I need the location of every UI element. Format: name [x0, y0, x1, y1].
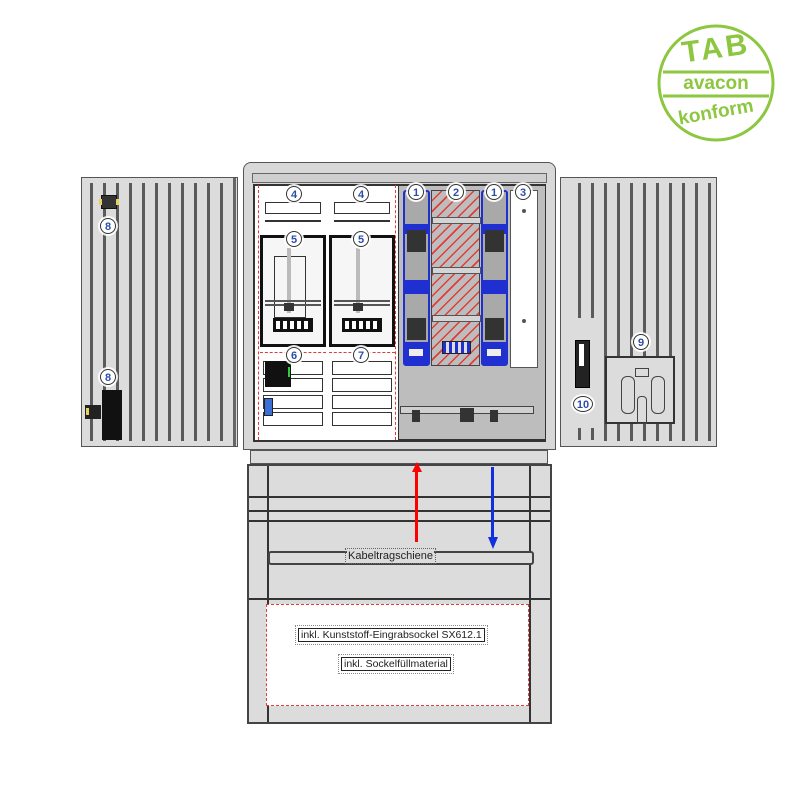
- door-rib: [90, 183, 93, 441]
- badge-1-right: 1: [486, 184, 502, 200]
- door-rib: [617, 183, 620, 441]
- door-rib: [630, 183, 633, 441]
- door-rib: [220, 183, 223, 441]
- badge-3: 3: [515, 184, 531, 200]
- rail-clamp: [490, 410, 498, 422]
- door-rib: [591, 428, 594, 440]
- compartment-7-distribution[interactable]: [329, 352, 395, 434]
- door-edge: [233, 178, 236, 446]
- door-rib: [591, 183, 594, 318]
- nh-fuse-strip-1-right[interactable]: [481, 190, 508, 366]
- door-rib: [708, 183, 711, 441]
- badge-9: 9: [633, 334, 649, 350]
- badge-8-top: 8: [100, 218, 116, 234]
- badge-5-right: 5: [353, 231, 369, 247]
- door-latch: [85, 405, 101, 419]
- door-rib: [604, 183, 607, 441]
- door-rib: [194, 183, 197, 441]
- badge-1-left: 1: [408, 184, 424, 200]
- door-lock-mechanism: [102, 390, 122, 440]
- door-rib: [181, 183, 184, 441]
- door-lock-top: [99, 195, 119, 209]
- terminal-block: [273, 318, 313, 332]
- terminal-block: [342, 318, 382, 332]
- cover-plate-3[interactable]: [510, 190, 538, 368]
- compartment-5-left-meter-field[interactable]: [260, 235, 326, 347]
- door-rib: [578, 183, 581, 318]
- cabinet-top-rail: [252, 173, 547, 183]
- socket-label: inkl. Kunststoff-Eingrabsockel SX612.1: [295, 625, 488, 645]
- badge-7: 7: [353, 347, 369, 363]
- door-rib: [168, 183, 171, 441]
- seal-middle-text: avacon: [683, 73, 749, 94]
- reserved-field-2-hatched: [431, 190, 481, 366]
- door-rib: [155, 183, 158, 441]
- badge-6: 6: [286, 347, 302, 363]
- document-holder: [605, 356, 675, 424]
- door-rib: [656, 183, 659, 441]
- door-rib: [116, 183, 119, 441]
- compartment-5-right-meter-field[interactable]: [329, 235, 395, 347]
- door-rib: [682, 183, 685, 441]
- door-rib: [207, 183, 210, 441]
- badge-4-left: 4: [286, 186, 302, 202]
- left-door: 8 8: [81, 177, 238, 447]
- door-rib: [695, 183, 698, 441]
- base-plinth-top: [250, 450, 548, 464]
- control-device: [265, 361, 291, 387]
- right-door: 10 9: [560, 177, 717, 447]
- door-rib: [129, 183, 132, 441]
- badge-8-bottom: 8: [100, 369, 116, 385]
- cable-rail-label: Kabeltragschiene: [344, 548, 437, 564]
- n-terminal-block: [442, 341, 471, 354]
- tab-avacon-konform-seal: TAB avacon konform: [655, 22, 777, 144]
- fill-material-label: inkl. Sockelfüllmaterial: [338, 654, 454, 674]
- rail-clamp: [412, 410, 420, 422]
- badge-5-left: 5: [286, 231, 302, 247]
- door-rib: [643, 183, 646, 441]
- arrow-down-icon: [488, 467, 498, 549]
- rail-clamp: [460, 408, 474, 422]
- badge-4-right: 4: [353, 186, 369, 202]
- door-rib: [669, 183, 672, 441]
- door-rib: [578, 428, 581, 440]
- socket-info-area: [266, 604, 529, 706]
- badge-10: 10: [573, 396, 593, 412]
- door-rib: [103, 183, 106, 441]
- door-rib: [142, 183, 145, 441]
- compartment-6-distribution[interactable]: [260, 352, 326, 434]
- nh-fuse-strip-1-left[interactable]: [403, 190, 430, 366]
- meter-section: [258, 185, 396, 440]
- arrow-up-icon: [412, 462, 422, 542]
- badge-2: 2: [448, 184, 464, 200]
- seal-graphic: [657, 24, 775, 142]
- door-handle[interactable]: [575, 340, 590, 388]
- terminal-small: [264, 398, 273, 416]
